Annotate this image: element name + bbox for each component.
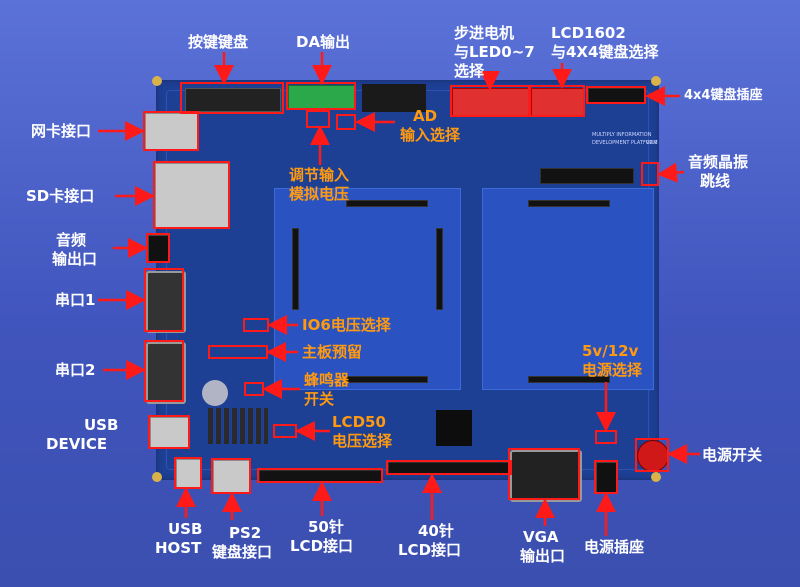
resistor-array xyxy=(208,408,268,444)
serial-port-1 xyxy=(146,271,186,333)
label-vga-2: 输出口 xyxy=(520,547,566,565)
core-header xyxy=(528,376,610,383)
label-adj-2: 模拟电压 xyxy=(289,185,350,203)
seven-segment-display xyxy=(362,84,426,112)
board-title-line1: MULTIPLY INFORMATION xyxy=(592,132,652,138)
label-lcd50pin-2: LCD接口 xyxy=(290,537,354,555)
sd-card-slot xyxy=(155,163,230,229)
label-audio-out-2: 输出口 xyxy=(52,250,98,268)
label-serial2: 串口2 xyxy=(55,361,96,379)
mounting-hole xyxy=(651,472,661,482)
label-stepper-3: 选择 xyxy=(454,62,485,80)
pcb-board xyxy=(152,76,661,482)
label-ps2-1: PS2 xyxy=(229,524,262,542)
label-ps2-2: 键盘接口 xyxy=(212,543,273,561)
label-lcd50v-1: LCD50 xyxy=(332,413,386,431)
label-keys: 按键键盘 xyxy=(188,33,249,51)
label-lcd40pin-1: 40针 xyxy=(418,522,454,540)
core-header xyxy=(292,228,299,310)
label-audio-xtal-1: 音频晶振 xyxy=(688,153,749,171)
label-adj-1: 调节输入 xyxy=(289,166,350,184)
label-usb-device-1: USB xyxy=(84,416,119,434)
core-module-right xyxy=(482,188,654,390)
label-usb-host-2: HOST xyxy=(155,539,202,557)
label-io6: IO6电压选择 xyxy=(302,316,391,334)
label-ethernet: 网卡接口 xyxy=(31,122,92,140)
serial-port-2 xyxy=(146,342,186,404)
label-da-out: DA输出 xyxy=(296,33,351,51)
label-buzzer-1: 蜂鸣器 xyxy=(304,371,350,389)
label-pwr-sel-2: 电源选择 xyxy=(582,361,643,379)
core-header xyxy=(346,376,428,383)
label-lcd1602-1: LCD1602 xyxy=(551,24,626,42)
core-header xyxy=(528,200,610,207)
label-stepper-1: 步进电机 xyxy=(454,24,515,42)
label-audio-out-1: 音频 xyxy=(56,231,87,249)
core-header xyxy=(436,228,443,310)
core-header xyxy=(346,200,428,207)
label-vga-1: VGA xyxy=(523,528,559,546)
callout-box-usb-device xyxy=(148,415,190,449)
label-usb-host-1: USB xyxy=(168,520,203,538)
label-pwr-sel-1: 5v/12v xyxy=(582,342,639,360)
label-lcd50pin-1: 50针 xyxy=(308,518,344,536)
power-switch-button xyxy=(637,440,669,472)
mounting-hole xyxy=(152,76,162,86)
label-lcd1602-2: 与4X4键盘选择 xyxy=(551,43,659,61)
label-serial1: 串口1 xyxy=(55,291,96,309)
label-usb-device-2: DEVICE xyxy=(46,435,108,453)
lcd-connector xyxy=(540,168,634,184)
capacitor xyxy=(202,380,228,406)
label-ad-1: AD xyxy=(413,107,438,125)
callout-box-lcd40pin xyxy=(386,460,512,475)
board-title-line2: DEVELOPMENT PLATFORM xyxy=(592,140,658,146)
label-power-switch: 电源开关 xyxy=(702,446,763,464)
label-audio-xtal-2: 跳线 xyxy=(700,172,731,190)
core-module-left xyxy=(274,188,461,390)
label-lcd50v-2: 电压选择 xyxy=(332,432,393,450)
label-power-socket: 电源插座 xyxy=(584,538,645,556)
label-buzzer-2: 开关 xyxy=(304,390,335,408)
mounting-hole xyxy=(651,76,661,86)
mounting-hole xyxy=(152,472,162,482)
label-ad-2: 输入选择 xyxy=(400,126,461,144)
label-sd: SD卡接口 xyxy=(26,187,95,205)
push-buttons xyxy=(185,88,281,112)
board-version: V2.0 xyxy=(646,140,658,146)
label-mainboard: 主板预留 xyxy=(302,343,363,361)
label-lcd40pin-2: LCD接口 xyxy=(398,541,462,559)
label-keypad-socket: 4x4键盘插座 xyxy=(684,88,763,103)
label-stepper-2: 与LED0~7 xyxy=(454,43,535,61)
fpga-chip xyxy=(436,410,472,446)
